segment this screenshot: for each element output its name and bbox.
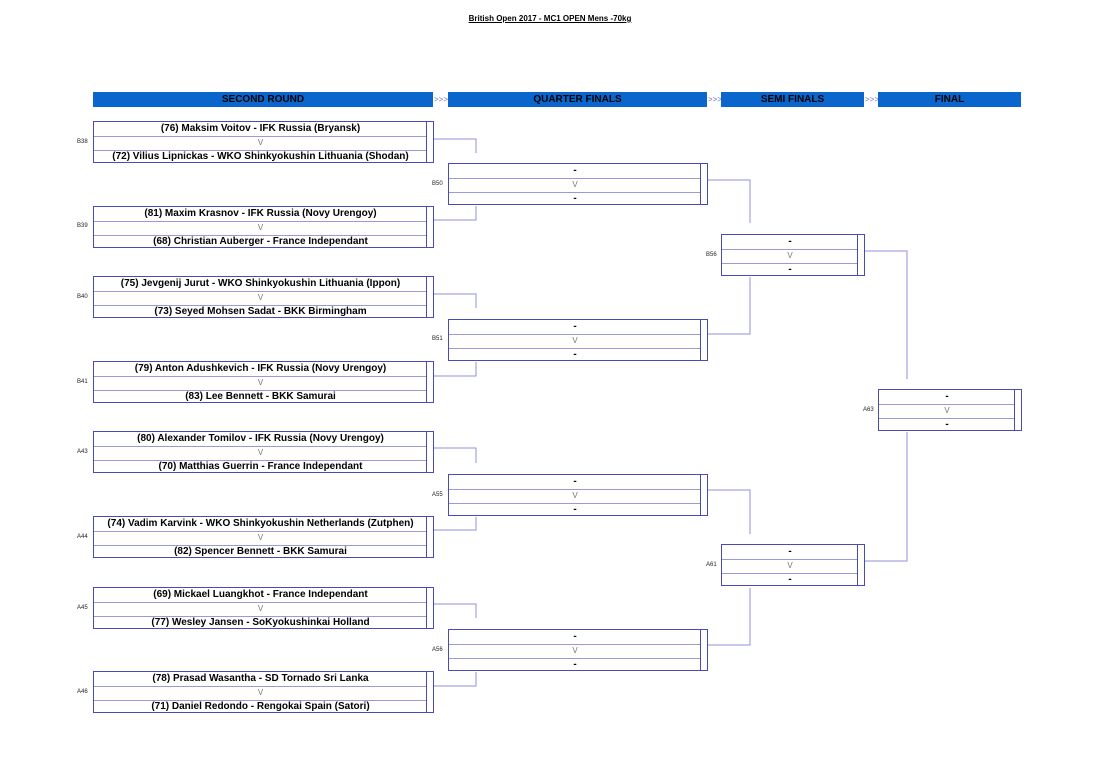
match-code: A43 [77, 449, 88, 455]
match-code: A63 [863, 407, 874, 413]
competitor-bottom: - [573, 504, 577, 515]
page-title: British Open 2017 - MC1 OPEN Mens -70kg [468, 14, 632, 23]
competitor-top: - [722, 235, 858, 250]
header-semi-finals: SEMI FINALS [721, 92, 864, 107]
match-box: (78) Prasad Wasantha - SD Tornado Sri La… [93, 671, 434, 713]
match-box: (79) Anton Adushkevich - IFK Russia (Nov… [93, 361, 434, 403]
competitor-top: - [879, 390, 1015, 405]
competitor-top: (75) Jevgenij Jurut - WKO Shinkyokushin … [94, 277, 427, 292]
match-box: (69) Mickael Luangkhot - France Independ… [93, 587, 434, 629]
header-second-round: SECOND ROUND [93, 92, 433, 107]
score-column [426, 517, 433, 557]
versus-label: V [94, 291, 427, 306]
versus-label: V [94, 602, 427, 617]
match-box: - V - [448, 629, 708, 671]
header-separator: >>> [708, 95, 723, 104]
versus-label: V [722, 559, 858, 574]
match-box: - V - [721, 544, 865, 586]
match-code: B41 [77, 379, 88, 385]
score-column [700, 164, 707, 204]
versus-label: V [879, 404, 1015, 419]
competitor-top: (69) Mickael Luangkhot - France Independ… [94, 588, 427, 603]
score-column [857, 235, 864, 275]
versus-label: V [722, 249, 858, 264]
score-column [857, 545, 864, 585]
match-code: A61 [706, 562, 717, 568]
competitor-top: - [722, 545, 858, 560]
match-box: - V - [721, 234, 865, 276]
competitor-top: (76) Maksim Voitov - IFK Russia (Bryansk… [94, 122, 427, 137]
competitor-top: - [449, 164, 701, 179]
score-column [700, 320, 707, 360]
header-quarter-finals: QUARTER FINALS [448, 92, 707, 107]
match-box: (81) Maxim Krasnov - IFK Russia (Novy Ur… [93, 206, 434, 248]
versus-label: V [94, 686, 427, 701]
competitor-bottom: - [945, 419, 949, 430]
match-box: (75) Jevgenij Jurut - WKO Shinkyokushin … [93, 276, 434, 318]
versus-label: V [94, 136, 427, 151]
competitor-top: - [449, 475, 701, 490]
score-column [426, 362, 433, 402]
competitor-bottom: (72) Vilius Lipnickas - WKO Shinkyokushi… [112, 151, 409, 162]
versus-label: V [449, 644, 701, 659]
competitor-top: (79) Anton Adushkevich - IFK Russia (Nov… [94, 362, 427, 377]
match-code: B39 [77, 223, 88, 229]
competitor-top: (74) Vadim Karvink - WKO Shinkyokushin N… [94, 517, 427, 532]
header-separator: >>> [434, 95, 449, 104]
match-box: (74) Vadim Karvink - WKO Shinkyokushin N… [93, 516, 434, 558]
score-column [426, 207, 433, 247]
versus-label: V [449, 334, 701, 349]
match-box: - V - [448, 163, 708, 205]
competitor-bottom: (71) Daniel Redondo - Rengokai Spain (Sa… [151, 701, 370, 712]
competitor-bottom: - [573, 193, 577, 204]
header-final: FINAL [878, 92, 1021, 107]
competitor-bottom: - [573, 349, 577, 360]
score-column [700, 630, 707, 670]
score-column [700, 475, 707, 515]
score-column [426, 672, 433, 712]
match-code: B50 [432, 181, 443, 187]
competitor-top: - [449, 320, 701, 335]
versus-label: V [94, 531, 427, 546]
score-column [426, 432, 433, 472]
score-column [1014, 390, 1021, 430]
competitor-top: (78) Prasad Wasantha - SD Tornado Sri La… [94, 672, 427, 687]
score-column [426, 122, 433, 162]
competitor-bottom: (73) Seyed Mohsen Sadat - BKK Birmingham [154, 306, 367, 317]
versus-label: V [94, 446, 427, 461]
competitor-top: - [449, 630, 701, 645]
match-code: B56 [706, 252, 717, 258]
competitor-bottom: (70) Matthias Guerrin - France Independa… [158, 461, 363, 472]
competitor-bottom: - [788, 574, 792, 585]
competitor-bottom: (68) Christian Auberger - France Indepen… [153, 236, 368, 247]
match-code: B38 [77, 139, 88, 145]
score-column [426, 588, 433, 628]
match-code: A44 [77, 534, 88, 540]
match-box: (80) Alexander Tomilov - IFK Russia (Nov… [93, 431, 434, 473]
match-code: A46 [77, 689, 88, 695]
match-box: (76) Maksim Voitov - IFK Russia (Bryansk… [93, 121, 434, 163]
versus-label: V [94, 376, 427, 391]
versus-label: V [449, 178, 701, 193]
competitor-bottom: (82) Spencer Bennett - BKK Samurai [174, 546, 347, 557]
competitor-bottom: (83) Lee Bennett - BKK Samurai [185, 391, 336, 402]
match-code: A55 [432, 492, 443, 498]
versus-label: V [94, 221, 427, 236]
match-code: A45 [77, 605, 88, 611]
match-box: - V - [878, 389, 1022, 431]
versus-label: V [449, 489, 701, 504]
competitor-bottom: - [573, 659, 577, 670]
match-box: - V - [448, 319, 708, 361]
score-column [426, 277, 433, 317]
competitor-bottom: (77) Wesley Jansen - SoKyokushinkai Holl… [151, 617, 370, 628]
competitor-top: (81) Maxim Krasnov - IFK Russia (Novy Ur… [94, 207, 427, 222]
header-separator: >>> [865, 95, 880, 104]
match-code: B40 [77, 294, 88, 300]
match-box: - V - [448, 474, 708, 516]
competitor-bottom: - [788, 264, 792, 275]
match-code: B51 [432, 336, 443, 342]
competitor-top: (80) Alexander Tomilov - IFK Russia (Nov… [94, 432, 427, 447]
match-code: A56 [432, 647, 443, 653]
